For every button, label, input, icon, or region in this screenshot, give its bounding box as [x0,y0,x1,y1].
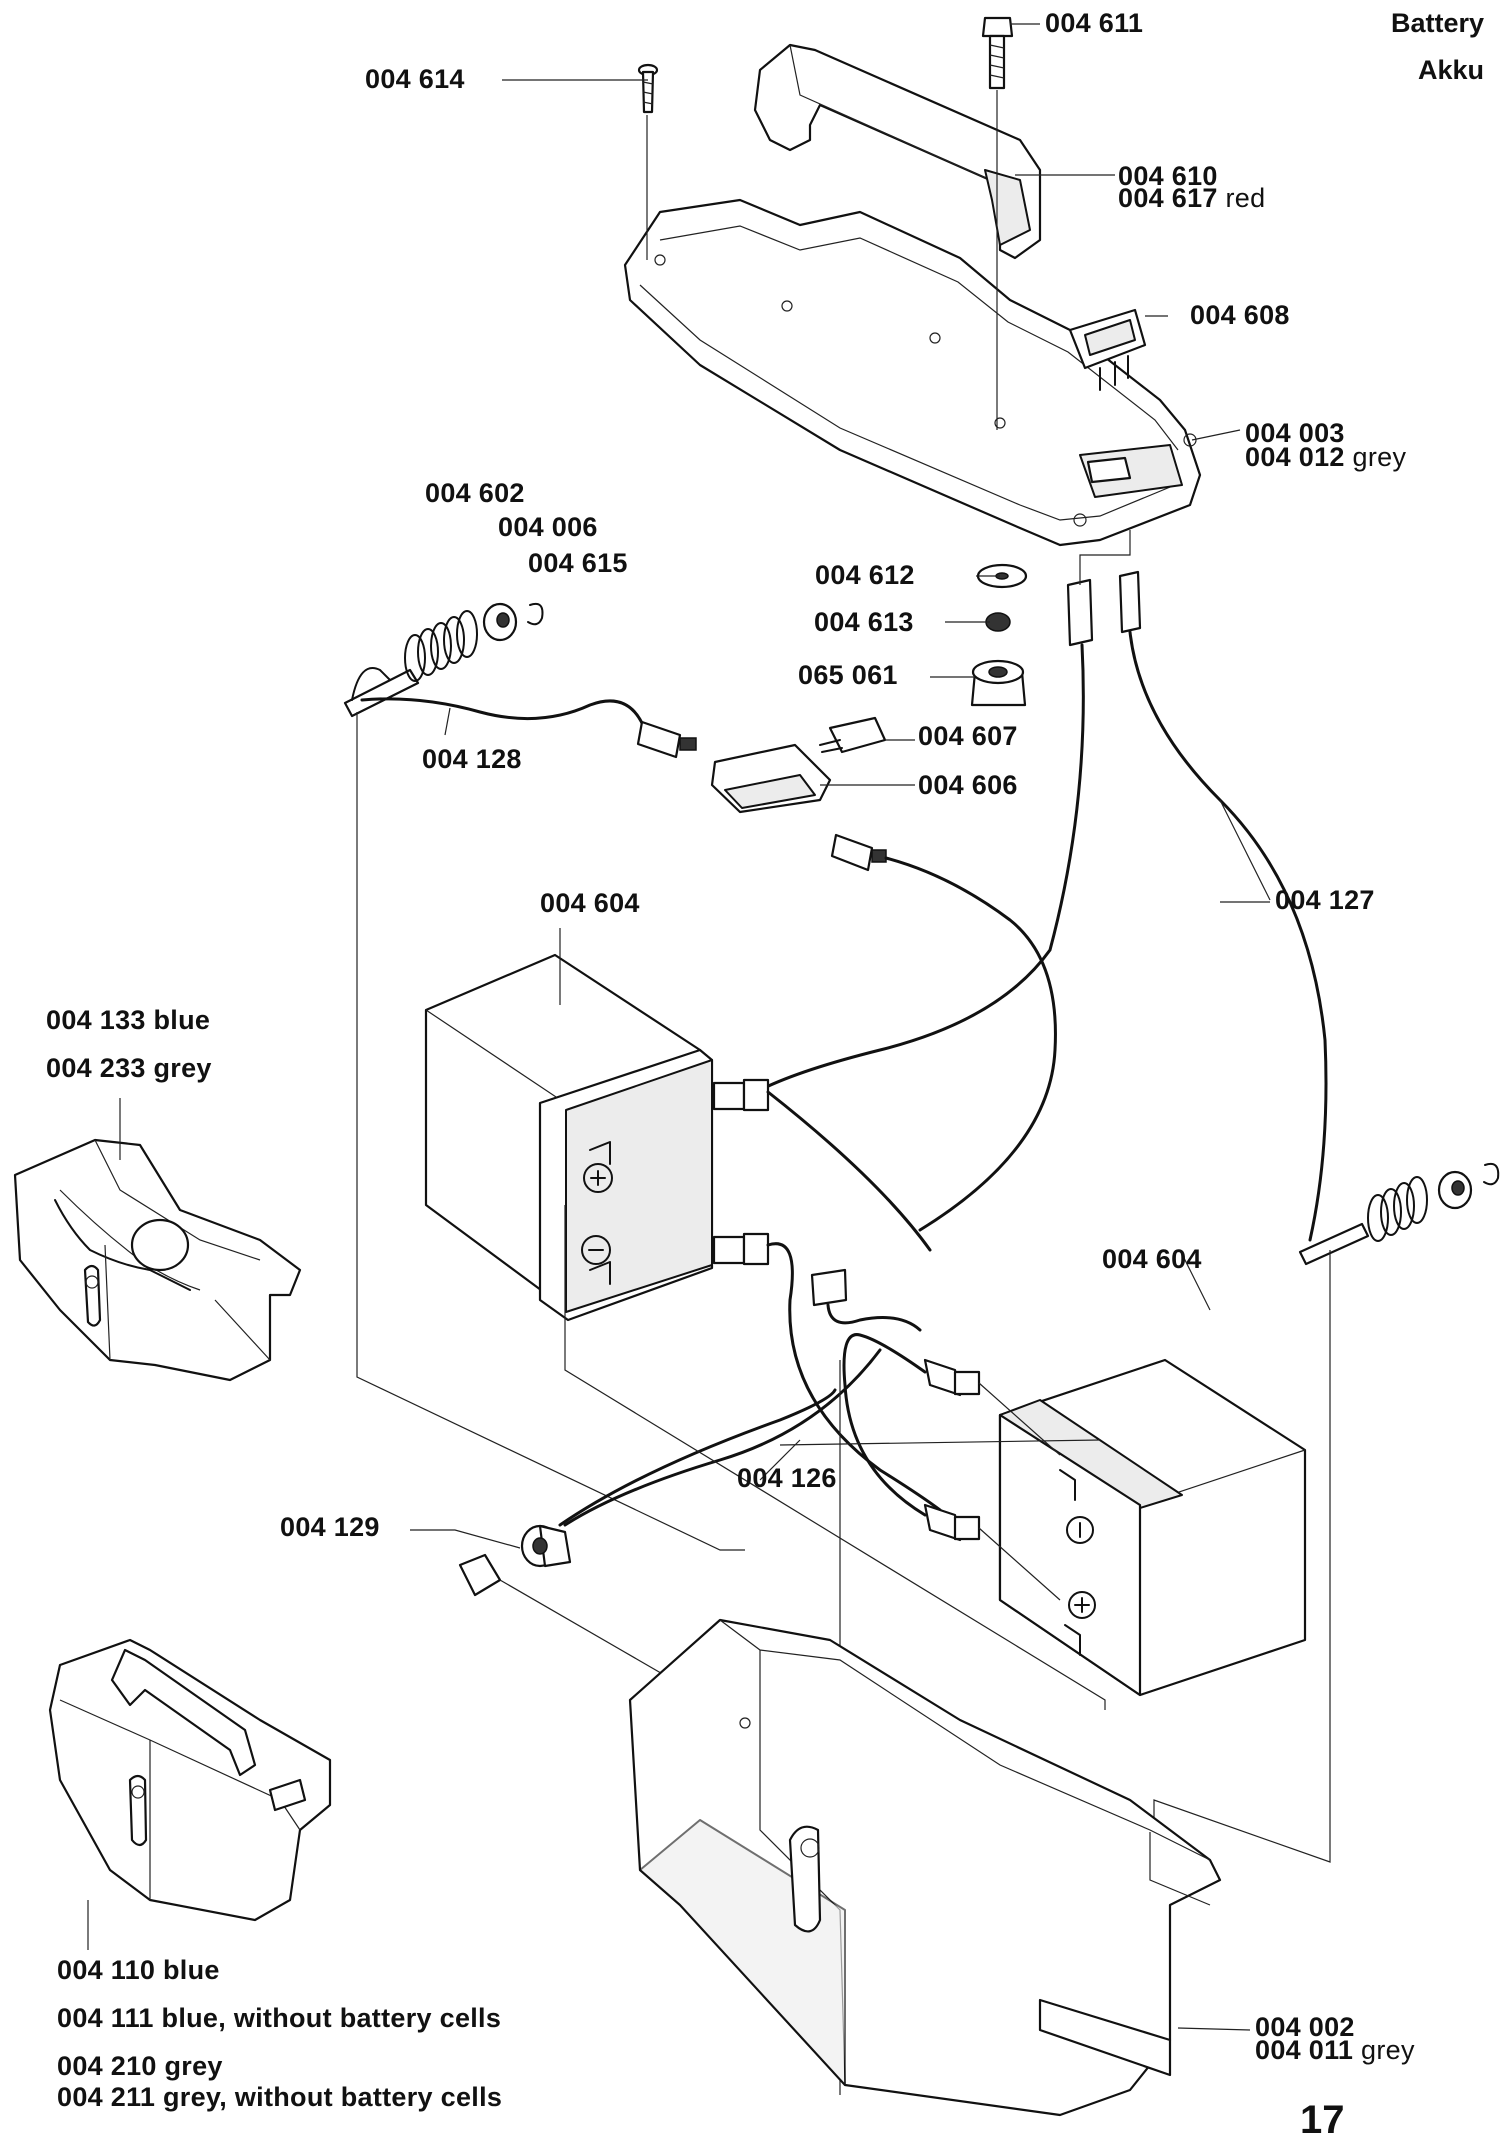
label-004602: 004 602 [425,478,525,508]
charging-socket [458,1524,572,1597]
lid-connector-left [1066,578,1094,647]
label-004211: 004 211 grey, without battery cells [57,2082,503,2112]
label-004011: 004 011 grey [1255,2035,1415,2065]
label-004002: 004 002 [1255,2012,1355,2042]
label-004613: 004 613 [814,607,914,637]
inset-battery-box-closed [48,1638,332,1922]
rocker-switch [1068,308,1147,391]
wire-004126 [884,856,1057,1232]
terminal-lead-lines [978,1382,1061,1601]
label-004233: 004 233 grey [46,1053,212,1083]
battery-lid [623,198,1202,547]
label-004127: 004 127 [1275,885,1375,915]
label-004126: 004 126 [737,1463,837,1493]
wire-socket-a [563,1348,882,1527]
label-004129: 004 129 [280,1512,380,1542]
lid-wire-link [1079,530,1131,585]
wire-socket-b [558,1388,837,1527]
label-004133: 004 133 blue [46,1005,211,1035]
wire-battery-lower-link [766,1242,942,1512]
label-004003: 004 003 [1245,418,1345,448]
axis-line-mid [779,1439,1101,1446]
connector-d [923,1503,981,1542]
label-004608: 004 608 [1190,300,1290,330]
lid-handle [753,43,1042,260]
label-004612: 004 612 [815,560,915,590]
label-004610: 004 610 [1118,161,1218,191]
inset-battery-box-open [13,1138,302,1382]
label-004110: 004 110 blue [57,1955,220,1985]
lid-connector-right [1118,570,1142,634]
wire-connector-c [842,1333,927,1517]
label-004607: 004 607 [918,721,1018,751]
label-004006: 004 006 [498,512,598,542]
connector-b [830,833,887,872]
label-004111: 004 111 blue, without battery cells [57,2003,502,2033]
spring-assembly-right [1298,1162,1500,1266]
label-065061: 065 061 [798,660,898,690]
label-004604-lower: 004 604 [1102,1244,1202,1274]
title-battery: Battery [1390,8,1484,38]
page-number: 17 [1300,2098,1345,2142]
spring-assembly-left [343,602,544,718]
label-004128: 004 128 [422,744,522,774]
connector-a [636,720,697,759]
screw-004614 [637,63,659,114]
label-004604-upper: 004 604 [540,888,640,918]
wire-004127 [1128,630,1328,1242]
axis-line-left-long [356,712,745,1551]
nut-065061 [970,659,1027,707]
label-004611: 004 611 [1045,8,1144,38]
connector-c [923,1358,981,1397]
wire-004128 [360,697,647,732]
label-004210: 004 210 grey [57,2051,223,2081]
wire-battery-upper [766,1090,932,1252]
battery-cell-upper [424,953,770,1322]
wire-lid-to-battery [758,643,1085,1092]
screw-004611 [981,16,1014,90]
blade-fuse [819,716,887,754]
battery-box [628,1618,1222,2117]
label-004012: 004 012 grey [1245,442,1407,472]
fuse-holder [710,743,832,814]
inline-fuse [810,1268,848,1307]
label-004615: 004 615 [528,548,628,578]
label-004617: 004 617 red [1118,183,1266,213]
label-004606: 004 606 [918,770,1018,800]
leader-lines [87,23,1271,2031]
battery-cell-lower [998,1358,1307,1697]
title-akku: Akku [1417,55,1484,85]
axis-line-battery [564,1205,1106,1710]
wire-inline-fuse [826,1303,922,1332]
label-004614: 004 614 [365,64,465,94]
